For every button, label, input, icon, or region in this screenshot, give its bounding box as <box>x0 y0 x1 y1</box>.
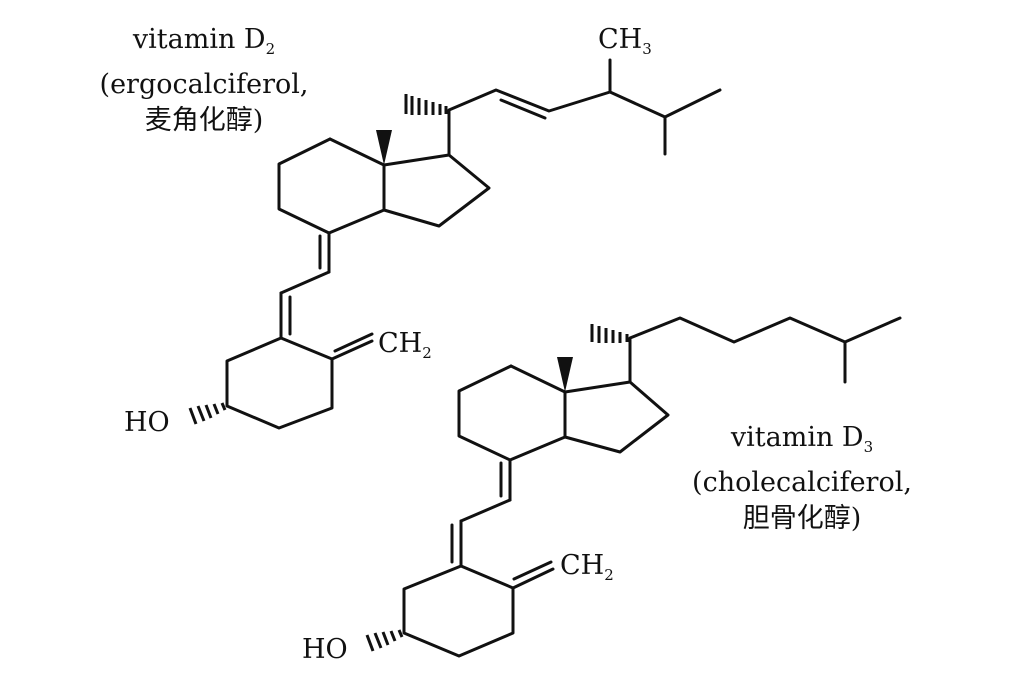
d2-title: vitamin D2 <box>132 24 276 58</box>
d2-linker-2 <box>279 270 331 295</box>
d2-hashed-methyl <box>404 94 448 115</box>
d3-ho-label: HO <box>302 634 348 665</box>
d3-cn-name: 胆骨化醇) <box>742 503 862 534</box>
d3-ring-a <box>402 564 515 658</box>
d2-ring-d <box>382 153 491 228</box>
d2-alt-name: (ergocalciferol, <box>99 69 309 100</box>
d3-hashed-oh <box>365 629 404 652</box>
vitamin-d2-structure <box>188 58 722 430</box>
d2-cn-name: 麦角化醇) <box>144 105 264 136</box>
d2-methylene-2 <box>333 332 374 353</box>
d2-caption: vitamin D2 (ergocalciferol, 麦角化醇) <box>86 22 322 139</box>
d2-ring-a <box>225 336 334 430</box>
d3-alt-name: (cholecalciferol, <box>692 467 912 498</box>
d2-ch2-label: CH2 <box>378 328 432 362</box>
d3-caption: vitamin D3 (cholecalciferol, 胆骨化醇) <box>684 420 920 537</box>
d3-hashed-methyl <box>590 324 629 343</box>
d3-methylene-1 <box>511 567 555 590</box>
d2-ho-label: HO <box>124 407 170 438</box>
d2-ch3-label: CH3 <box>598 24 652 58</box>
d3-ch2-label: CH2 <box>560 550 614 584</box>
vitamin-d3-structure <box>365 316 902 658</box>
d3-ring-d <box>563 380 670 454</box>
d3-methylene-2 <box>512 560 553 581</box>
d2-double-bond-inner <box>499 98 547 120</box>
d3-title: vitamin D3 <box>730 422 874 456</box>
d2-hashed-oh <box>188 402 227 425</box>
d2-methylene-1 <box>330 339 374 361</box>
d2-methyl-wedge <box>376 130 392 165</box>
d2-side-chain <box>447 88 722 157</box>
d3-methyl-wedge <box>557 357 573 392</box>
d3-ring-c <box>457 364 567 462</box>
d3-linker-2 <box>459 498 512 523</box>
d3-side-chain <box>628 316 902 384</box>
d2-ring-c <box>277 137 386 235</box>
